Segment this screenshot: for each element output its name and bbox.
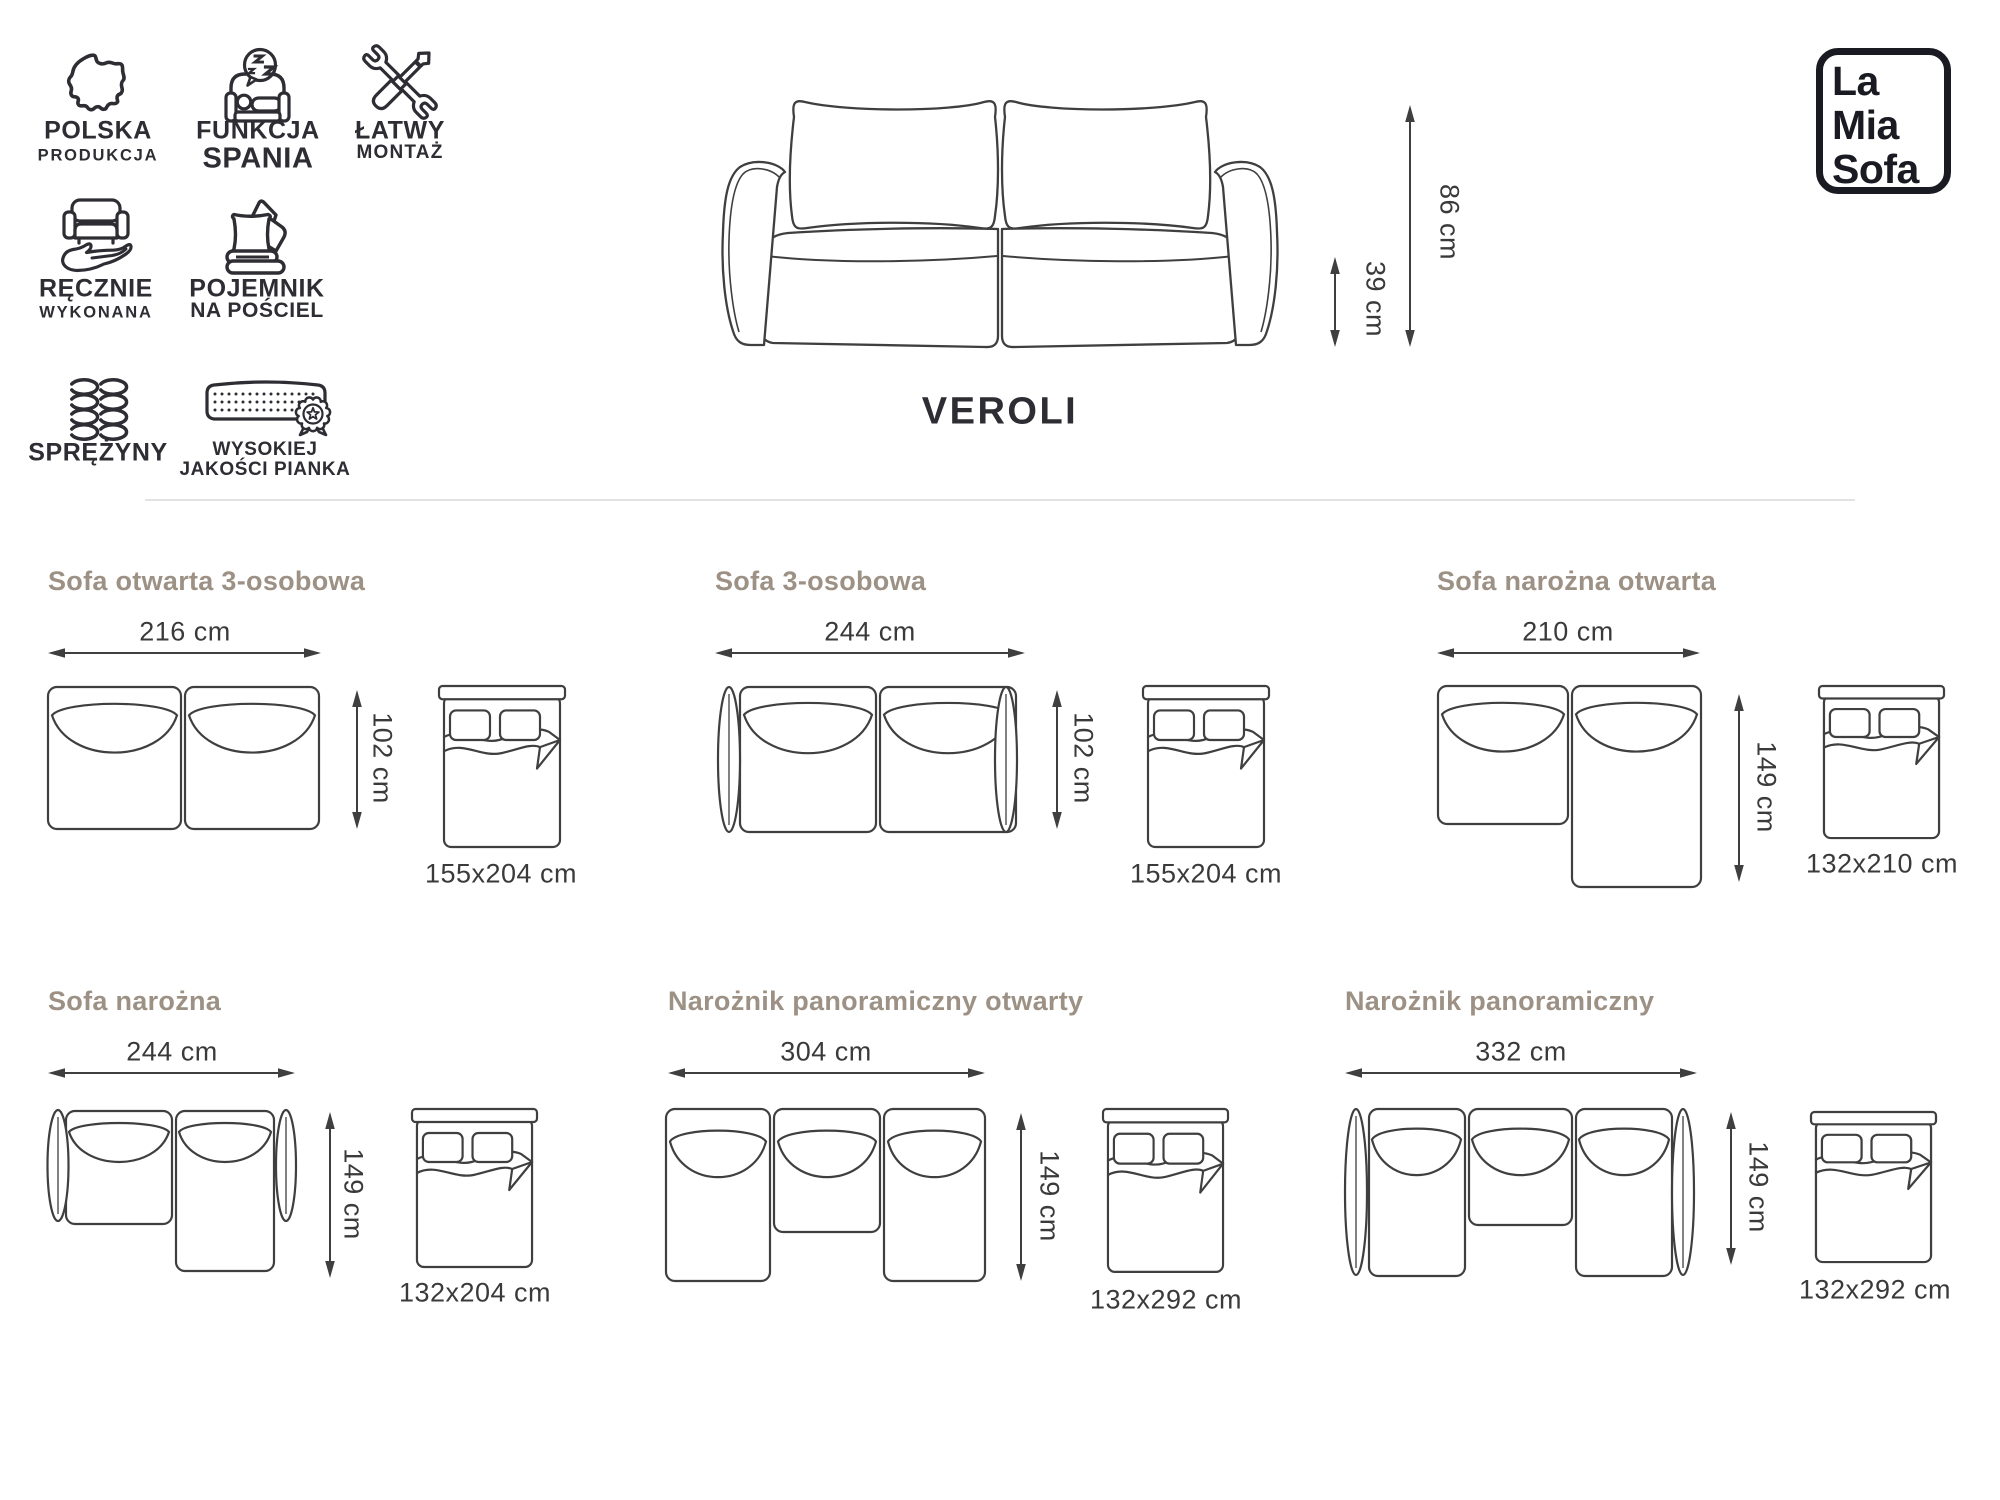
product-name: VEROLI xyxy=(921,390,1079,433)
variant-width-label: 332 cm xyxy=(1475,1036,1567,1067)
variant-title: Sofa narożna otwarta xyxy=(1437,566,1717,596)
sleep-function-icon xyxy=(224,47,291,123)
variant-6-sofa-top-view xyxy=(1343,1107,1696,1278)
variant-title: Sofa otwarta 3-osobowa xyxy=(48,566,366,596)
variant-title: Sofa 3-osobowa xyxy=(715,566,927,596)
logo-line: Sofa xyxy=(1832,146,1919,192)
variant-width-label: 244 cm xyxy=(824,616,916,647)
variant-3-bed-icon xyxy=(1817,684,1946,840)
variant-bed-size-label: 132x292 cm xyxy=(1798,1274,1952,1305)
variant-4-depth-arrow xyxy=(325,1112,335,1278)
feature-label: SPRĘŻYNY xyxy=(28,438,168,467)
variant-3-width-arrow xyxy=(1437,648,1700,658)
variant-1-width-arrow xyxy=(48,648,321,658)
bedding-container-icon xyxy=(225,199,287,275)
variant-bed-size-label: 132x292 cm xyxy=(1089,1284,1243,1315)
feature-label: RĘCZNIE xyxy=(39,274,153,303)
variant-depth-label: 149 cm xyxy=(1751,741,1782,833)
variant-width-label: 244 cm xyxy=(126,1036,218,1067)
variant-depth-label: 102 cm xyxy=(367,712,398,804)
feature-sublabel: SPANIA xyxy=(202,142,314,175)
poland-map-icon xyxy=(66,53,126,112)
variant-width-label: 210 cm xyxy=(1522,616,1614,647)
quality-foam-icon xyxy=(205,380,332,437)
variant-depth-label: 102 cm xyxy=(1068,712,1099,804)
total-height-arrow xyxy=(1405,105,1415,347)
seat-height-arrow xyxy=(1330,257,1340,347)
feature-sublabel: JAKOŚCI PIANKA xyxy=(179,459,351,480)
feature-sublabel: WYKONANA xyxy=(39,303,153,322)
feature-label: ŁATWY xyxy=(354,116,446,145)
variant-6-depth-arrow xyxy=(1726,1112,1736,1265)
variant-3-sofa-top-view xyxy=(1436,684,1703,889)
variant-2-sofa-top-view xyxy=(716,685,1019,834)
variant-1-sofa-top-view xyxy=(46,685,321,831)
brand-logo: La Mia Sofa xyxy=(1816,48,1951,194)
handmade-icon xyxy=(61,198,133,273)
feature-label: FUNKCJA xyxy=(196,116,320,145)
variant-5-width-arrow xyxy=(668,1068,985,1078)
variant-4-bed-icon xyxy=(410,1107,539,1269)
feature-sublabel: MONTAŻ xyxy=(356,142,444,163)
variant-bed-size-label: 132x204 cm xyxy=(398,1277,552,1308)
variant-width-label: 216 cm xyxy=(139,616,231,647)
variant-5-depth-arrow xyxy=(1016,1113,1026,1281)
feature-label: POLSKA xyxy=(44,116,152,145)
variant-2-depth-arrow xyxy=(1052,690,1062,829)
variant-2-bed-icon xyxy=(1141,684,1271,849)
variant-title: Sofa narożna xyxy=(48,986,222,1016)
variant-4-sofa-top-view xyxy=(46,1108,298,1273)
variant-depth-label: 149 cm xyxy=(338,1148,369,1240)
variant-6-bed-icon xyxy=(1809,1110,1938,1264)
logo-line: La xyxy=(1832,58,1879,104)
variant-2-width-arrow xyxy=(715,648,1025,658)
variant-depth-label: 149 cm xyxy=(1034,1150,1065,1242)
variant-5-sofa-top-view xyxy=(664,1107,987,1283)
variant-1-depth-arrow xyxy=(352,690,362,829)
variant-bed-size-label: 132x210 cm xyxy=(1805,848,1959,879)
easy-assembly-icon xyxy=(362,44,438,120)
variant-title: Narożnik panoramiczny otwarty xyxy=(668,986,1084,1016)
variant-title: Narożnik panoramiczny xyxy=(1345,986,1655,1016)
variant-4-width-arrow xyxy=(48,1068,295,1078)
variant-depth-label: 149 cm xyxy=(1743,1141,1774,1233)
variant-6-width-arrow xyxy=(1345,1068,1697,1078)
feature-label: POJEMNIK xyxy=(189,274,325,303)
variant-bed-size-label: 155x204 cm xyxy=(1129,858,1283,889)
logo-line: Mia xyxy=(1832,102,1899,148)
variant-bed-size-label: 155x204 cm xyxy=(424,858,578,889)
feature-label: WYSOKIEJ xyxy=(212,439,318,460)
seat-height-label: 39 cm xyxy=(1360,260,1391,338)
variant-3-depth-arrow xyxy=(1734,694,1744,882)
variant-1-bed-icon xyxy=(437,684,567,849)
total-height-label: 86 cm xyxy=(1434,183,1465,261)
variant-5-bed-icon xyxy=(1101,1107,1230,1274)
hero-sofa-front-view xyxy=(721,100,1279,349)
variant-width-label: 304 cm xyxy=(780,1036,872,1067)
feature-sublabel: NA POŚCIEL xyxy=(190,299,324,322)
springs-icon xyxy=(70,378,129,441)
feature-sublabel: PRODUKCJA xyxy=(37,146,159,165)
